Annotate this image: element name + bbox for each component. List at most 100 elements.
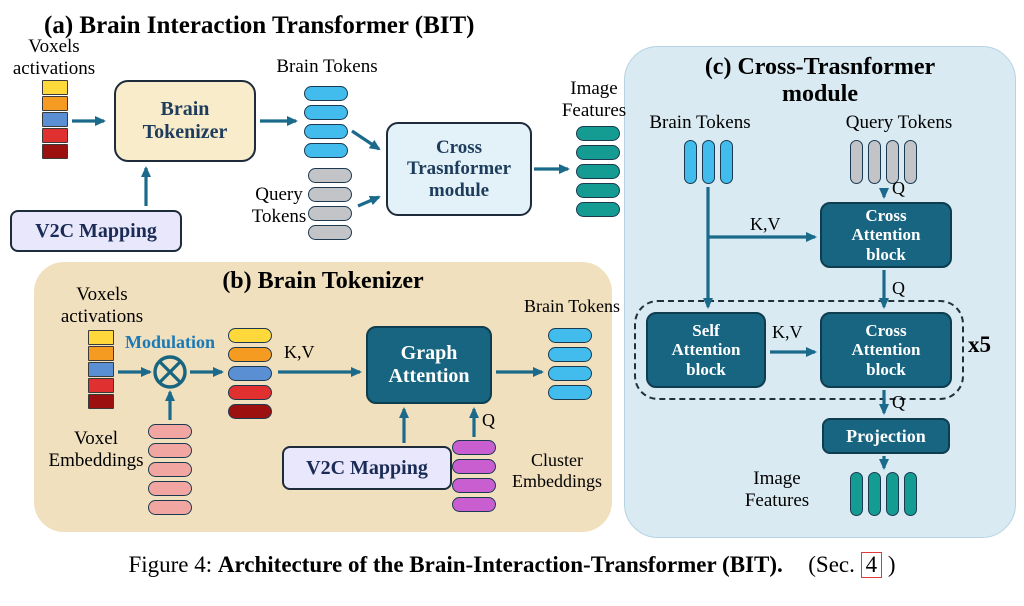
cluster-embeddings-label: Cluster Embeddings — [512, 450, 602, 491]
token — [850, 140, 863, 184]
cross-transformer-module-box: Cross Trasnformer module — [386, 122, 532, 216]
token — [42, 112, 68, 127]
panel-c-title: (c) Cross-Trasnformer module — [704, 54, 936, 107]
panel-c-background — [624, 46, 1016, 538]
token — [702, 140, 715, 184]
token — [148, 424, 192, 439]
token — [148, 462, 192, 477]
token — [88, 346, 114, 361]
token — [452, 497, 496, 512]
token — [886, 472, 899, 516]
token — [308, 168, 352, 183]
section-4-link[interactable]: 4 — [860, 552, 883, 579]
token — [88, 394, 114, 409]
query-tokens-stack-c — [850, 140, 917, 184]
token — [868, 472, 881, 516]
q-label-mid: Q — [892, 278, 905, 298]
caption-figure-number: Figure 4: — [128, 552, 213, 577]
token — [88, 330, 114, 345]
brain-tokens-label-c: Brain Tokens — [649, 112, 751, 133]
token — [548, 366, 592, 381]
image-features-label-c: Image Features — [744, 468, 810, 512]
token — [548, 328, 592, 343]
panel-a-title: (a) Brain Interaction Transformer (BIT) — [44, 12, 475, 39]
token — [452, 459, 496, 474]
arrow-brain-tokens-to-cross — [351, 129, 381, 151]
token — [304, 143, 348, 158]
token — [548, 385, 592, 400]
token — [304, 86, 348, 101]
token — [452, 478, 496, 493]
voxel-embeddings-label: Voxel Embeddings — [48, 428, 144, 472]
cross-attention-block-2: Cross Attention block — [820, 312, 952, 388]
brain-tokens-stack-a — [304, 86, 348, 158]
q-label-bottom: Q — [892, 392, 905, 412]
token — [228, 366, 272, 381]
voxel-activations-stack-b — [88, 330, 114, 409]
token — [452, 440, 496, 455]
token — [228, 404, 272, 419]
token — [576, 126, 620, 141]
token — [88, 362, 114, 377]
v2c-mapping-box-b: V2C Mapping — [282, 446, 452, 490]
q-label-b: Q — [482, 410, 495, 430]
query-tokens-stack-a — [308, 168, 352, 240]
caption-sec-open: (Sec. — [808, 552, 855, 577]
query-tokens-label-c: Query Tokens — [845, 112, 953, 133]
q-label-query: Q — [892, 178, 905, 198]
token — [308, 187, 352, 202]
token — [576, 145, 620, 160]
kv-label-b: K,V — [284, 342, 315, 362]
token — [576, 183, 620, 198]
graph-attention-box: Graph Attention — [366, 326, 492, 404]
brain-tokens-label-a: Brain Tokens — [276, 56, 378, 77]
cluster-embeddings-stack — [452, 440, 496, 512]
token — [148, 500, 192, 515]
token — [576, 164, 620, 179]
figure-caption: Figure 4: Architecture of the Brain-Inte… — [0, 552, 1024, 579]
token — [148, 481, 192, 496]
query-tokens-label-a: Query Tokens — [251, 184, 307, 228]
caption-bold-text: Architecture of the Brain-Interaction-Tr… — [217, 552, 783, 577]
token — [148, 443, 192, 458]
token — [308, 206, 352, 221]
modulation-label: Modulation — [124, 332, 216, 352]
cross-attention-block-1: Cross Attention block — [820, 202, 952, 268]
token — [42, 128, 68, 143]
token — [576, 202, 620, 217]
image-features-stack-c — [850, 472, 917, 516]
token — [88, 378, 114, 393]
token — [548, 347, 592, 362]
token — [304, 105, 348, 120]
token — [868, 140, 881, 184]
brain-tokens-stack-c — [684, 140, 733, 184]
panel-b-title: (b) Brain Tokenizer — [222, 268, 424, 294]
voxel-activations-stack-a — [42, 80, 68, 159]
repeat-dashed-box — [634, 300, 964, 400]
token — [904, 472, 917, 516]
token — [228, 385, 272, 400]
token — [304, 124, 348, 139]
token — [308, 225, 352, 240]
arrow-query-tokens-to-cross — [357, 195, 381, 208]
token — [904, 140, 917, 184]
token — [42, 80, 68, 95]
image-features-stack-a — [576, 126, 620, 217]
projection-box: Projection — [822, 418, 950, 454]
brain-tokens-label-b: Brain Tokens — [524, 296, 620, 316]
token — [684, 140, 697, 184]
token — [720, 140, 733, 184]
token — [850, 472, 863, 516]
brain-tokens-stack-b — [548, 328, 592, 400]
voxels-activations-label-b: Voxels activations — [60, 284, 144, 328]
token — [886, 140, 899, 184]
token — [228, 328, 272, 343]
token — [42, 144, 68, 159]
voxels-activations-label-a: Voxels activations — [12, 36, 96, 80]
repeat-x5-label: x5 — [968, 332, 991, 357]
brain-tokenizer-box: Brain Tokenizer — [114, 80, 256, 162]
self-attention-block: Self Attention block — [646, 312, 766, 388]
image-features-label-a: Image Features — [561, 78, 627, 122]
kv-label-c-left: K,V — [750, 214, 781, 234]
